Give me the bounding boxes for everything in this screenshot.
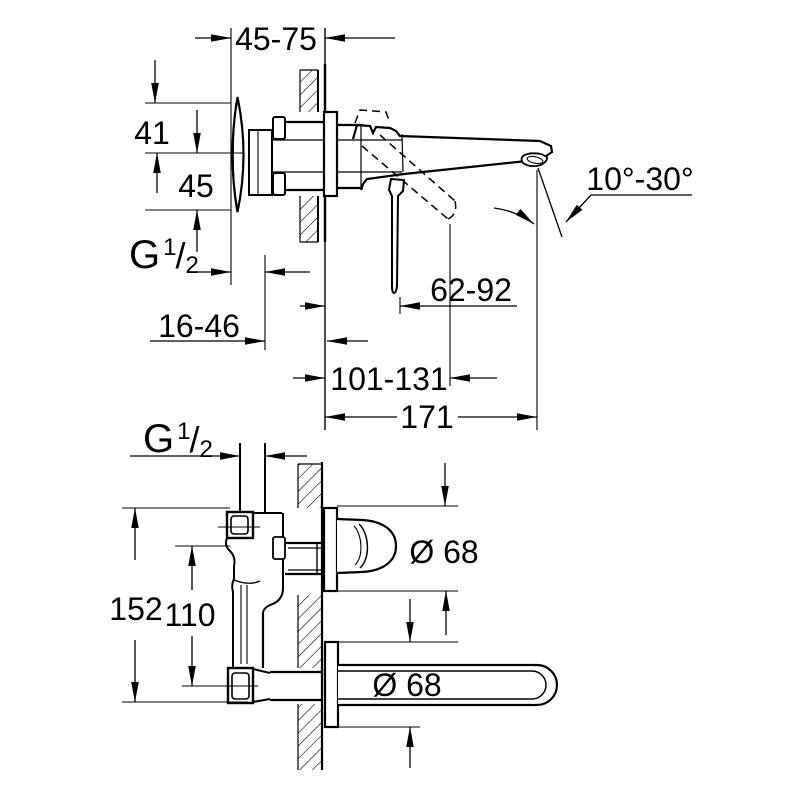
wall-hatch-band-3 (298, 704, 322, 770)
handle-dome (336, 517, 398, 575)
label-overall-height: 152 (109, 591, 162, 627)
spout-front-view (338, 663, 559, 707)
label-lever-reach-down: 62-92 (430, 272, 512, 308)
dimension-101-131: 101-131 (293, 224, 497, 397)
wall-hatch-lower (300, 196, 318, 242)
label-port-spacing: 110 (164, 597, 215, 633)
faucet-side-view (231, 96, 554, 295)
upper-rosette-edge (322, 506, 339, 593)
dimension-41-45: 41 45 (134, 60, 244, 252)
dimension-152: 152 (109, 507, 248, 703)
wall-section-front (297, 462, 324, 770)
label-angle-range: 10°-30° (586, 161, 693, 197)
dimension-110: 110 (164, 545, 258, 687)
spout-top-edge (351, 123, 541, 143)
wall-hatch-upper (300, 70, 318, 112)
label-spout-reach: 171 (400, 399, 453, 435)
label-lever-reach-up: 101-131 (330, 361, 447, 397)
label-rosette-diameter: Ø 68 (409, 534, 478, 570)
dimension-171: 171 (325, 170, 538, 435)
aerator (520, 152, 549, 168)
lever-handle-raised-dashed (354, 109, 457, 220)
wall-hatch-band-2 (298, 595, 322, 668)
dimension-62-92: 62-92 (300, 272, 517, 314)
spout-bottom-edge (359, 159, 528, 191)
label-width-range: 45-75 (235, 21, 317, 57)
dimension-45-75: 45-75 (195, 21, 395, 285)
body-bridge (225, 537, 236, 668)
dimension-angle: 10°-30° (493, 161, 694, 238)
escutcheon-side (231, 96, 245, 213)
label-height-upper: 41 (134, 115, 170, 151)
dimension-16-46: 16-46 (150, 308, 368, 345)
label-height-lower: 45 (178, 168, 214, 204)
dimension-spout-rosette-diameter: Ø 68 (338, 599, 458, 768)
lever-handle-down (387, 177, 406, 295)
dimension-rosette-diameter: Ø 68 (337, 463, 479, 635)
label-depth-range: 16-46 (158, 308, 240, 344)
label-spout-rosette-diameter: Ø 68 (372, 667, 441, 703)
trim-parts-front (322, 506, 559, 729)
top-view: 45-75 41 45 G1/2 16-46 (129, 21, 694, 435)
escutcheon-hub (248, 129, 273, 196)
wall-hatch-band-1 (298, 464, 322, 508)
wall-flange-side (322, 110, 339, 198)
wall-section-side (299, 28, 327, 430)
lower-rosette-edge (323, 640, 340, 729)
